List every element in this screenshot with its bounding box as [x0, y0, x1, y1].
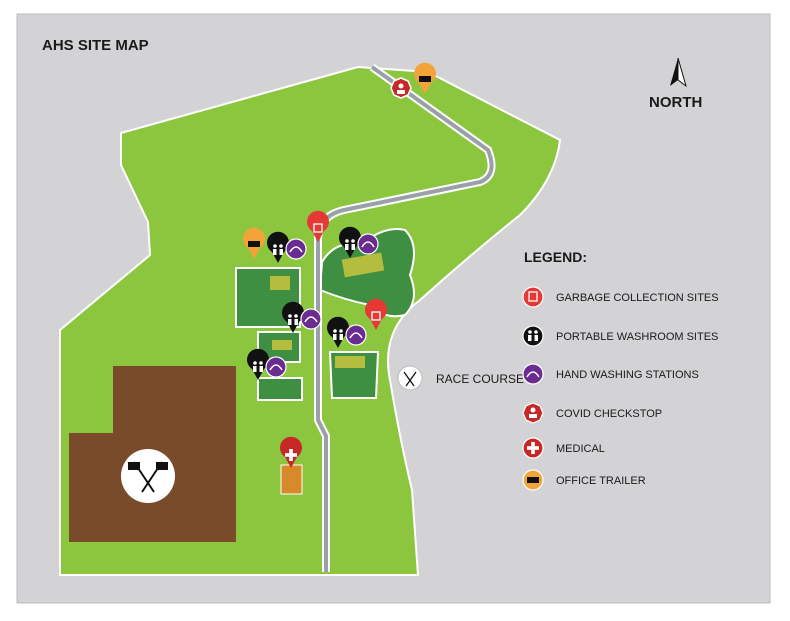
legend-item-covid: COVID CHECKSTOP: [522, 402, 662, 424]
legend-item-handwash: HAND WASHING STATIONS: [522, 363, 699, 385]
washroom-pin-3[interactable]: [282, 301, 304, 333]
people-icon: [522, 325, 544, 347]
covid-checkstop-pin[interactable]: [390, 77, 412, 99]
garbage-pin-north[interactable]: [307, 210, 329, 242]
legend-item-washroom: PORTABLE WASHROOM SITES: [522, 325, 718, 347]
legend-label-garbage: GARBAGE COLLECTION SITES: [556, 292, 719, 304]
person-check-icon: [522, 402, 544, 424]
trash-icon: [522, 286, 544, 308]
race-course-icon[interactable]: [397, 365, 423, 391]
lot-south-east-building: [335, 356, 365, 368]
office-trailer-pin-north[interactable]: [414, 62, 436, 94]
lot-middle-building: [272, 340, 292, 350]
north-label: NORTH: [649, 94, 702, 111]
handwash-pin-4[interactable]: [345, 324, 367, 346]
legend-label-covid: COVID CHECKSTOP: [556, 408, 662, 420]
washroom-pin-5[interactable]: [247, 348, 269, 380]
garbage-pin-east[interactable]: [365, 298, 387, 330]
legend-item-medical: MEDICAL: [522, 437, 605, 459]
handwash-pin-5[interactable]: [265, 356, 287, 378]
legend-item-office: OFFICE TRAILER: [522, 469, 646, 491]
map-title: AHS SITE MAP: [42, 37, 149, 54]
race-course-label: RACE COURSE: [436, 372, 524, 386]
legend-label-office: OFFICE TRAILER: [556, 475, 646, 487]
legend-label-washroom: PORTABLE WASHROOM SITES: [556, 331, 718, 343]
legend: LEGEND: GARBAGE COLLECTION SITES PORTABL…: [522, 249, 719, 491]
legend-title: LEGEND:: [524, 249, 587, 265]
office-trailer-pin-west[interactable]: [243, 227, 265, 259]
washroom-pin-1[interactable]: [267, 231, 289, 263]
washroom-pin-2[interactable]: [339, 226, 361, 258]
hand-wash-icon: [522, 363, 544, 385]
lot-west-building: [270, 276, 290, 290]
handwash-pin-2[interactable]: [357, 233, 379, 255]
north-arrow-icon: [670, 57, 687, 88]
medical-lot: [280, 464, 303, 495]
legend-label-handwash: HAND WASHING STATIONS: [556, 369, 699, 381]
race-flags-icon: [121, 449, 175, 503]
washroom-pin-4[interactable]: [327, 316, 349, 348]
handwash-pin-1[interactable]: [285, 238, 307, 260]
legend-label-medical: MEDICAL: [556, 443, 605, 455]
handwash-pin-3[interactable]: [300, 308, 322, 330]
medical-pin[interactable]: [280, 436, 302, 468]
lot-small: [257, 377, 303, 401]
legend-item-garbage: GARBAGE COLLECTION SITES: [522, 286, 719, 308]
lot-north-east-building: [341, 252, 385, 278]
